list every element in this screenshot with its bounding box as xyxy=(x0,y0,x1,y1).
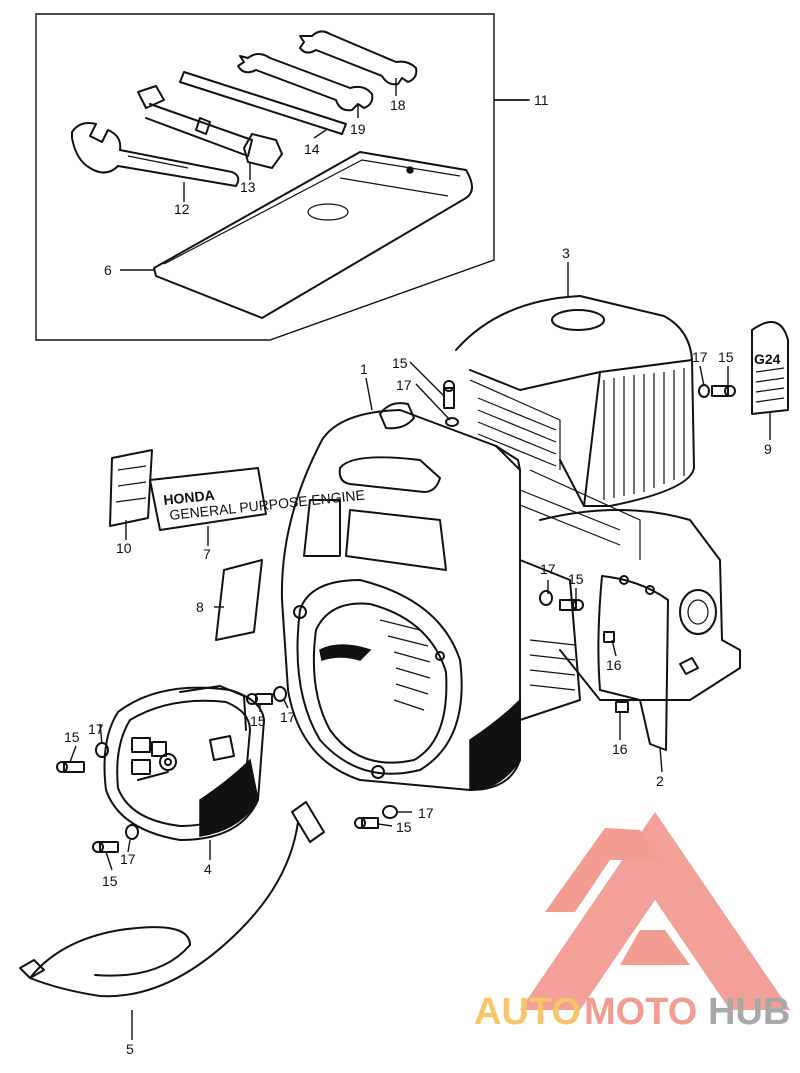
cylinder-fins-drawing xyxy=(469,379,641,560)
leader-lines xyxy=(69,78,771,1040)
callout-9: 9 xyxy=(764,441,772,457)
recoil-starter-4-drawing xyxy=(103,685,265,841)
tool-bag-6-drawing xyxy=(153,151,473,319)
tool-kit-group-outline xyxy=(35,13,495,341)
gasket-8-drawing xyxy=(215,559,263,641)
callout-19: 19 xyxy=(350,121,366,137)
callout-5: 5 xyxy=(126,1041,134,1057)
callout-13: 13 xyxy=(240,179,256,195)
watermark-brand-hub: HUB xyxy=(708,991,790,1033)
callout-15-right: 15 xyxy=(718,349,734,365)
callout-16-upper: 16 xyxy=(606,657,622,673)
engine-block-drawing xyxy=(519,559,581,721)
callout-18: 18 xyxy=(390,97,406,113)
callout-15-bottom: 15 xyxy=(396,819,412,835)
watermark-brand-auto: AUTO xyxy=(474,991,581,1033)
emblem-7-drawing xyxy=(149,467,267,531)
callout-11: 11 xyxy=(534,92,549,108)
callout-6: 6 xyxy=(104,262,112,278)
wrench-12-drawing xyxy=(71,122,240,187)
callout-3: 3 xyxy=(562,245,570,261)
flywheel-fins-drawing xyxy=(319,619,431,711)
emblem-10-drawing xyxy=(109,449,153,527)
callout-17-housing: 17 xyxy=(280,709,296,725)
callout-17-bottom: 17 xyxy=(418,805,434,821)
callout-8: 8 xyxy=(196,599,204,615)
callout-15-starter-bottom: 15 xyxy=(102,873,118,889)
callout-14: 14 xyxy=(304,141,320,157)
callout-15-top: 15 xyxy=(392,355,408,371)
callout-17-right: 17 xyxy=(692,349,708,365)
callout-17-starter-top: 17 xyxy=(88,721,104,737)
callout-4: 4 xyxy=(204,861,212,877)
shroud-plate-2-drawing xyxy=(597,575,669,751)
wrench-18-drawing xyxy=(299,30,418,86)
rod-14-drawing xyxy=(179,71,347,135)
callout-10: 10 xyxy=(116,540,132,556)
callout-15-starter-top: 15 xyxy=(64,729,80,745)
label-plate-text: G24 xyxy=(754,351,781,367)
callout-2: 2 xyxy=(656,773,664,789)
wrench-19-drawing xyxy=(237,53,374,112)
callout-16-lower: 16 xyxy=(612,741,628,757)
callout-15-mid: 15 xyxy=(568,571,584,587)
callout-1: 1 xyxy=(360,361,368,377)
callout-17-mid: 17 xyxy=(540,561,556,577)
bolts-and-washers-drawing xyxy=(56,380,736,853)
emblem-honda-text: HONDA xyxy=(163,487,216,508)
label-plate-9-drawing xyxy=(751,321,789,415)
starter-rope-5-drawing xyxy=(19,801,325,998)
callout-17-starter-bottom: 17 xyxy=(120,851,136,867)
fan-housing-1-drawing xyxy=(280,402,521,791)
callout-17-top: 17 xyxy=(396,377,412,393)
watermark-brand-moto: MOTO xyxy=(584,991,697,1033)
callout-12: 12 xyxy=(174,201,190,217)
watermark-logo xyxy=(520,812,790,1010)
callout-15-housing: 15 xyxy=(250,713,266,729)
cylinder-cover-3-drawing xyxy=(455,295,695,507)
crankcase-drawing xyxy=(539,509,741,701)
callout-7: 7 xyxy=(203,546,211,562)
box-spanner-13-drawing xyxy=(137,85,283,169)
